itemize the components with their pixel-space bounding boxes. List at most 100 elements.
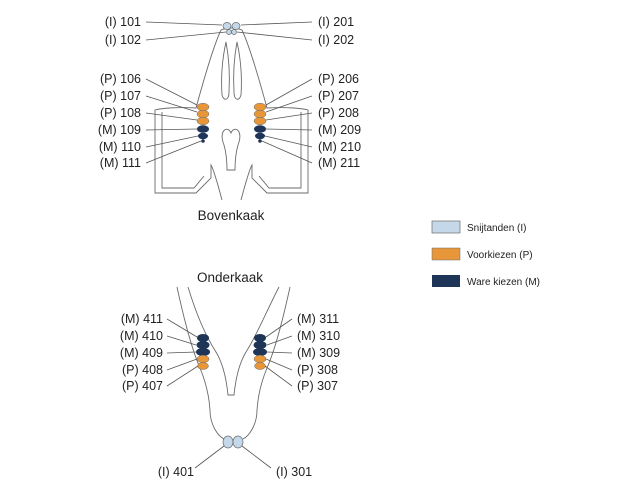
leader-101 — [145, 21, 223, 26]
leader-202 — [236, 31, 313, 41]
label-308: (P) 308 — [297, 363, 338, 377]
legend-label-molars: Ware kiezen (M) — [467, 277, 540, 288]
legend-swatch-molars — [432, 275, 460, 287]
leader-110 — [145, 135, 199, 148]
label-101: (I) 101 — [105, 15, 141, 29]
upper-molar-210 — [255, 132, 265, 140]
leader-411 — [166, 318, 198, 338]
lower-incisor-401 — [222, 435, 234, 449]
upper-molar-209 — [254, 125, 266, 133]
label-310: (M) 310 — [297, 329, 340, 343]
label-209: (M) 209 — [318, 123, 361, 137]
upper-molar-111 — [201, 139, 205, 143]
upper-premolar-106 — [196, 102, 210, 112]
leader-111 — [145, 140, 202, 164]
label-108: (P) 108 — [100, 106, 141, 120]
lower-molar-411 — [197, 334, 209, 342]
lower-premolar-308 — [253, 354, 267, 364]
label-211: (M) 211 — [318, 156, 360, 170]
lower-molar-311 — [254, 334, 266, 342]
leader-207 — [265, 95, 313, 113]
leader-107 — [145, 95, 198, 113]
leader-309 — [266, 351, 293, 354]
upper-jaw-outline — [154, 27, 309, 201]
leader-210 — [264, 135, 313, 148]
upper-premolar-208 — [253, 116, 267, 126]
leader-201 — [240, 21, 313, 26]
legend-swatch-incisors — [431, 220, 461, 234]
leader-307 — [264, 365, 293, 387]
label-408: (P) 408 — [122, 363, 163, 377]
legend-swatch-premolars — [431, 247, 461, 261]
label-409: (M) 409 — [120, 346, 163, 360]
lower-premolar-408 — [196, 354, 210, 364]
leader-311 — [265, 318, 293, 338]
label-110: (M) 110 — [99, 140, 141, 154]
leader-109 — [145, 128, 198, 131]
leader-410 — [166, 335, 197, 346]
lower-molar-310 — [253, 341, 267, 349]
legend-label-premolars: Voorkiezen (P) — [467, 250, 533, 261]
upper-incisor-102 — [226, 29, 232, 35]
leader-310 — [266, 335, 293, 346]
leader-106 — [145, 78, 198, 106]
leader-401 — [194, 445, 225, 469]
lower-jaw-inner — [187, 286, 280, 396]
label-201: (I) 201 — [318, 15, 354, 29]
lower-incisor-301 — [232, 435, 244, 449]
label-210: (M) 210 — [318, 140, 361, 154]
label-111: (M) 111 — [100, 156, 141, 170]
leader-209 — [265, 128, 313, 131]
upper-premolar-108 — [196, 116, 210, 126]
nasal-slit-right — [233, 41, 242, 100]
legend-label-incisors: Snijtanden (I) — [467, 223, 526, 234]
upper-premolar-107 — [196, 109, 210, 119]
label-401: (I) 401 — [158, 465, 194, 479]
lower-premolar-307 — [254, 362, 266, 370]
leader-102 — [145, 31, 227, 41]
label-407: (P) 407 — [122, 379, 163, 393]
label-207: (P) 207 — [318, 89, 359, 103]
leader-408 — [166, 358, 198, 371]
upper-incisor-202 — [231, 29, 237, 35]
label-109: (M) 109 — [98, 123, 141, 137]
upper-incisor-201 — [231, 22, 241, 30]
leader-208 — [265, 112, 313, 121]
label-102: (I) 102 — [105, 33, 141, 47]
label-106: (P) 106 — [100, 72, 141, 86]
nasal-slit-left — [221, 41, 230, 100]
upper-premolar-206 — [253, 102, 267, 112]
label-107: (P) 107 — [100, 89, 141, 103]
leader-211 — [261, 140, 313, 164]
upper-jaw: (I) 101 (I) 102 (P) 106 (P) 107 (P) 108 … — [98, 15, 361, 223]
label-410: (M) 410 — [120, 329, 163, 343]
label-208: (P) 208 — [318, 106, 359, 120]
leader-206 — [265, 78, 313, 106]
upper-molar-110 — [198, 132, 208, 140]
upper-jaw-inner-left — [161, 112, 205, 189]
lower-molar-309 — [253, 348, 267, 356]
label-301: (I) 301 — [276, 465, 312, 479]
leader-301 — [241, 445, 272, 469]
upper-jaw-caption: Bovenkaak — [198, 208, 265, 223]
leader-407 — [166, 365, 199, 387]
label-206: (P) 206 — [318, 72, 359, 86]
upper-molar-211 — [258, 139, 262, 143]
upper-molar-109 — [197, 125, 209, 133]
palate-shape — [221, 128, 241, 171]
lower-molar-409 — [196, 348, 210, 356]
label-411: (M) 411 — [121, 312, 163, 326]
label-307: (P) 307 — [297, 379, 338, 393]
label-311: (M) 311 — [297, 312, 339, 326]
legend: Snijtanden (I) Voorkiezen (P) Ware kieze… — [431, 220, 540, 288]
upper-incisor-101 — [222, 22, 232, 30]
upper-premolar-207 — [253, 109, 267, 119]
lower-molar-410 — [196, 341, 210, 349]
lower-premolar-407 — [197, 362, 209, 370]
upper-jaw-inner-right — [258, 112, 302, 189]
leader-308 — [265, 358, 293, 371]
lower-jaw-outline — [176, 286, 291, 440]
leader-108 — [145, 112, 198, 121]
lower-jaw-caption: Onderkaak — [197, 270, 263, 285]
